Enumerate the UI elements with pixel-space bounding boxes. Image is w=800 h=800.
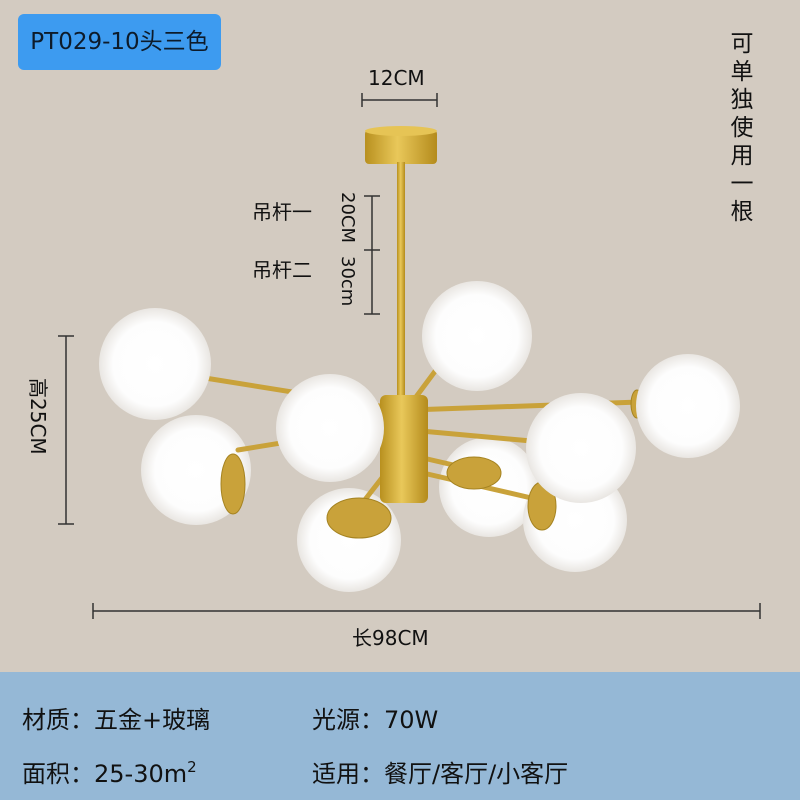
spec-usage: 适用：餐厅/客厅/小客厅 <box>312 754 568 789</box>
cups <box>220 389 644 539</box>
usage-note-char: 一 <box>730 171 754 197</box>
spec-light-key: 光源： <box>312 706 384 734</box>
canopy-width-label: 12CM <box>368 66 425 90</box>
usage-note-char: 单 <box>730 59 754 85</box>
spec-area-value: 25-30m <box>94 760 188 788</box>
rod-one-label: 吊杆一 <box>252 200 312 224</box>
height-label: 高25CM <box>26 378 50 455</box>
usage-note: 可 单 独 使 用 一 根 <box>727 30 757 226</box>
rod-length-line <box>364 195 380 315</box>
spec-material-value: 五金+玻璃 <box>94 706 211 734</box>
height-line <box>58 335 74 525</box>
usage-note-char: 独 <box>730 87 754 113</box>
rod-one-length: 20CM <box>337 192 358 244</box>
glass-globe <box>636 354 740 458</box>
hanging-rod <box>397 162 405 398</box>
rod-two-length: 30cm <box>337 256 358 307</box>
glass-globe <box>99 308 211 420</box>
length-line <box>92 603 761 619</box>
canopy <box>365 126 437 164</box>
usage-note-char: 根 <box>730 199 754 225</box>
spec-usage-key: 适用： <box>312 760 384 788</box>
spec-light: 光源：70W <box>312 700 438 735</box>
glass-globe <box>276 374 384 482</box>
spec-area-superscript: 2 <box>187 758 197 776</box>
glass-globe <box>422 281 532 391</box>
spec-footer: 材质：五金+玻璃 光源：70W 面积：25-30m2 适用：餐厅/客厅/小客厅 <box>0 672 800 800</box>
chandelier-illustration <box>58 93 761 619</box>
spec-usage-value: 餐厅/客厅/小客厅 <box>384 760 569 788</box>
rod-two-label: 吊杆二 <box>252 258 312 282</box>
spec-area: 面积：25-30m2 <box>22 754 197 789</box>
spec-material-key: 材质： <box>22 706 94 734</box>
spec-area-key: 面积： <box>22 760 94 788</box>
usage-note-char: 用 <box>730 143 754 169</box>
spec-material: 材质：五金+玻璃 <box>22 700 210 735</box>
usage-note-char: 使 <box>730 115 754 141</box>
usage-note-char: 可 <box>730 31 754 57</box>
product-code-badge: PT029-10头三色 <box>18 14 221 70</box>
central-body <box>380 395 428 503</box>
canopy-width-line <box>361 93 438 107</box>
glass-globe <box>526 393 636 503</box>
spec-light-value: 70W <box>384 706 439 734</box>
length-label: 长98CM <box>352 626 429 650</box>
